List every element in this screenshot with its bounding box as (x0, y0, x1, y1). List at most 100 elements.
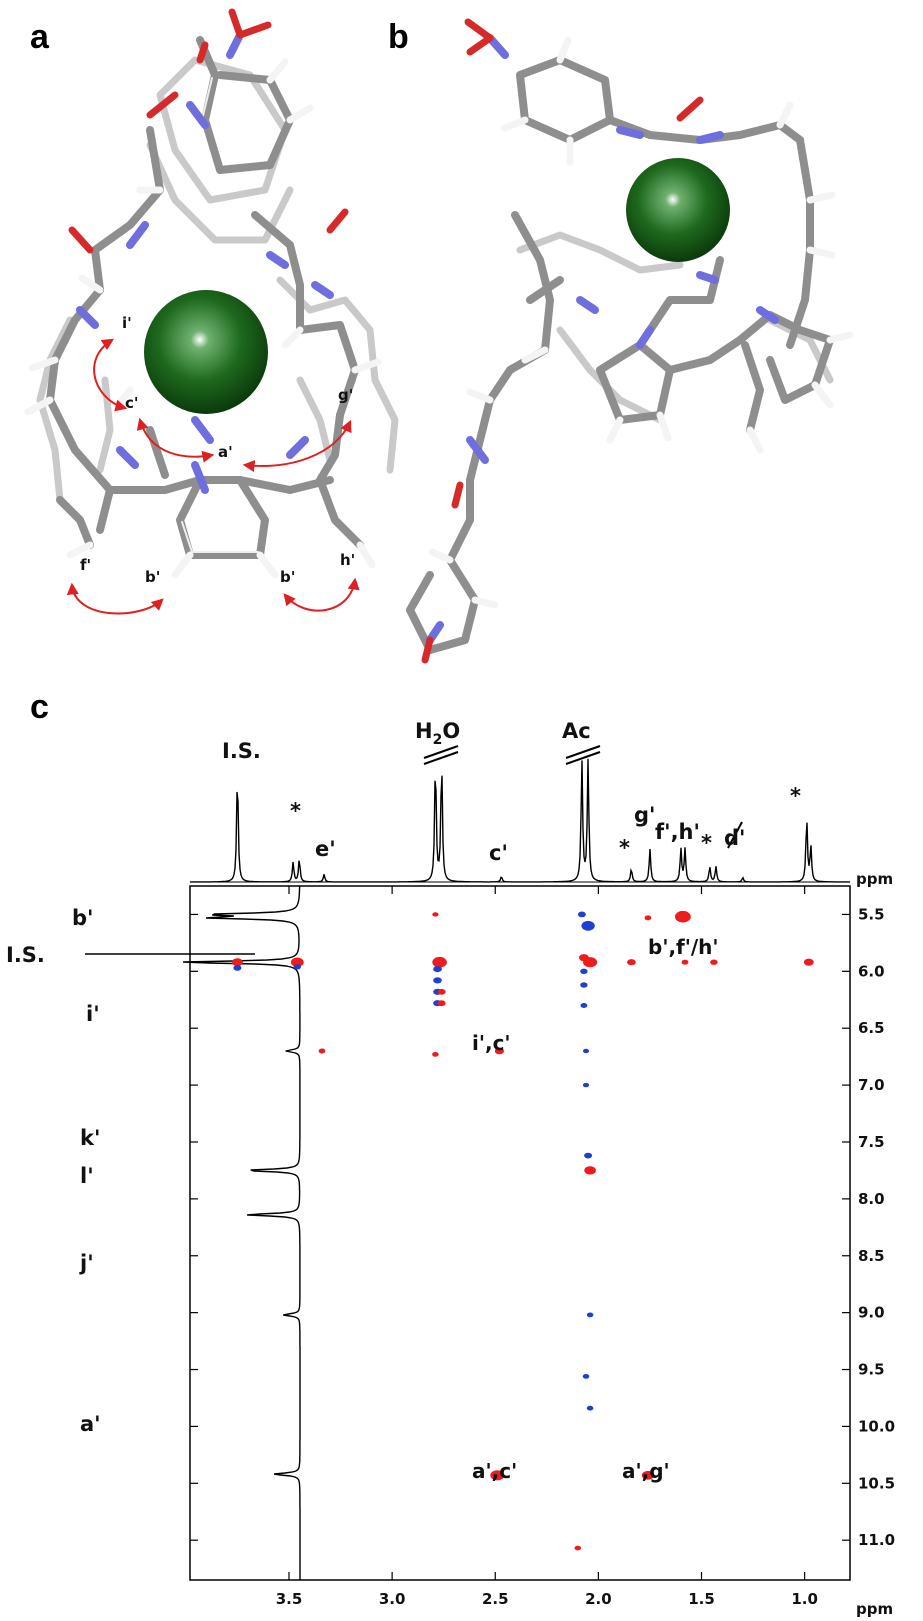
cross-peak-28 (582, 1374, 590, 1379)
cross-peak-17 (577, 911, 586, 918)
y-tick-label-8: 9.5 (858, 1361, 885, 1379)
y-tick-label-6: 8.5 (858, 1247, 885, 1265)
cross-peak-15 (490, 1470, 505, 1481)
cross-peak-14 (494, 1047, 504, 1055)
panel-label-b: b (388, 18, 409, 56)
top-peak-label-fh: f',h' (655, 820, 700, 844)
left-peak-label-k: k' (80, 1126, 100, 1150)
panel-label-a: a (30, 18, 50, 56)
top-peak-label-star-2: * (619, 836, 630, 860)
top-peak-label-g: g' (634, 803, 655, 827)
cross-peak-6 (432, 956, 447, 968)
y-tick-label-2: 6.5 (858, 1019, 885, 1037)
noe-arrows (66, 338, 360, 615)
cross-peak-33 (641, 1470, 655, 1480)
left-peak-label-b: b' (72, 906, 93, 930)
cross-peak-23 (582, 1048, 590, 1054)
atom-label-g: g' (338, 386, 353, 404)
cross-peak-30 (574, 1545, 582, 1551)
cross-peak-8 (433, 977, 442, 984)
x-axis-ticks: 3.5 3.0 2.5 2.0 1.5 1.0 (276, 886, 818, 1608)
peak-break-marks (423, 745, 601, 765)
y-tick-label-10: 10.5 (858, 1474, 895, 1492)
cross-peak-7 (433, 966, 442, 973)
cross-peak-37 (803, 958, 814, 966)
top-peak-label-star-3: * (701, 831, 712, 855)
x-tick-label-3: 2.0 (585, 1590, 612, 1608)
top-peak-label-c: c' (489, 841, 508, 865)
panel-a-molecule: i' c' g' a' f' b' b' h' (24, 8, 399, 615)
top-peak-label-d: d' (724, 826, 745, 850)
cross-peak-29 (586, 1405, 594, 1411)
x-tick-label-5: 1.0 (791, 1590, 818, 1608)
y-tick-label-11: 11.0 (858, 1531, 895, 1549)
left-1d-trace (182, 886, 301, 1580)
top-peak-label-ac: Ac (562, 719, 591, 743)
cross-peak-24 (582, 1082, 590, 1088)
x-tick-label-2: 2.5 (482, 1590, 509, 1608)
d-prime-pointer (727, 821, 743, 849)
top-peak-label-is: I.S. (222, 739, 261, 763)
cross-peak-19 (579, 954, 589, 962)
y-tick-label-1: 6.0 (858, 962, 885, 980)
plot-frame (189, 885, 851, 1581)
x-tick-label-0: 3.5 (276, 1590, 303, 1608)
atom-label-f: f' (80, 556, 91, 574)
atom-label-b-left: b' (145, 568, 160, 586)
cross-peak-26 (584, 1166, 596, 1175)
cross-peak-31 (627, 959, 636, 966)
atom-label-c: c' (125, 394, 138, 412)
cross-peak-3 (293, 964, 301, 970)
top-peak-label-h2o: H2O (415, 719, 460, 748)
cross-peak-4 (318, 1048, 326, 1054)
y-tick-label-5: 8.0 (858, 1190, 885, 1208)
left-peak-label-j: j' (79, 1251, 94, 1275)
y-tick-label-7: 9.0 (858, 1304, 885, 1322)
y-tick-label-4: 7.5 (858, 1133, 885, 1151)
cross-peak-label-ac: a',c' (472, 1459, 517, 1483)
panel-label-c: c (30, 688, 49, 726)
y-tick-label-3: 7.0 (858, 1076, 885, 1094)
cross-peak-13 (432, 1052, 439, 1057)
left-peak-label-l: l' (80, 1164, 94, 1188)
atom-label-b-right: b' (280, 568, 295, 586)
atom-label-a: a' (218, 443, 233, 461)
x-axis-units: ppm (856, 1600, 893, 1618)
top-spectrum-units: ppm (856, 870, 893, 888)
cross-peak-25 (584, 1152, 593, 1159)
x-tick-label-1: 3.0 (379, 1590, 406, 1608)
cross-peak-1 (233, 965, 242, 971)
chloride-sphere-a (144, 290, 268, 414)
cross-peak-22 (580, 1003, 588, 1008)
cross-peak-12 (437, 1000, 446, 1007)
top-peak-label-star-1: * (290, 799, 301, 823)
cross-peak-label-ag: a',g' (622, 1459, 670, 1483)
cross-peak-35 (681, 959, 689, 965)
left-peak-label-a: a' (80, 1412, 101, 1436)
cross-peak-5 (432, 912, 439, 917)
top-1d-trace (190, 758, 850, 883)
cross-peak-21 (580, 982, 588, 988)
top-peak-label-e: e' (315, 837, 336, 861)
cross-peak-0 (231, 958, 243, 967)
cross-peak-20 (580, 968, 588, 974)
cross-peak-34 (675, 910, 691, 923)
cross-peak-16 (581, 920, 595, 931)
atom-label-i: i' (122, 314, 132, 332)
y-axis-ticks: 5.5 6.0 6.5 7.0 7.5 8.0 8.5 9.0 9.5 10.0 10.5 11.0 (190, 905, 895, 1549)
x-tick-label-4: 1.5 (688, 1590, 715, 1608)
cross-peak-32 (644, 915, 652, 921)
chloride-sphere-b (626, 158, 730, 262)
cross-peak-label-bfh: b',f'/h' (648, 935, 719, 959)
top-peak-label-star-4: * (790, 784, 801, 808)
cross-peak-36 (710, 959, 718, 965)
cross-peak-layer (231, 910, 814, 1551)
cross-peak-label-ic: i',c' (472, 1031, 511, 1055)
left-peak-label-is: I.S. (6, 943, 45, 967)
noesy-plot: 3.5 3.0 2.5 2.0 1.5 1.0 5.5 6.0 6.5 7.0 7.5 8.0 8.5… (6, 719, 895, 1618)
left-peak-label-i: i' (86, 1002, 100, 1026)
y-tick-label-0: 5.5 (858, 905, 885, 923)
y-tick-label-9: 10.0 (858, 1417, 895, 1435)
cross-peak-11 (437, 988, 446, 995)
